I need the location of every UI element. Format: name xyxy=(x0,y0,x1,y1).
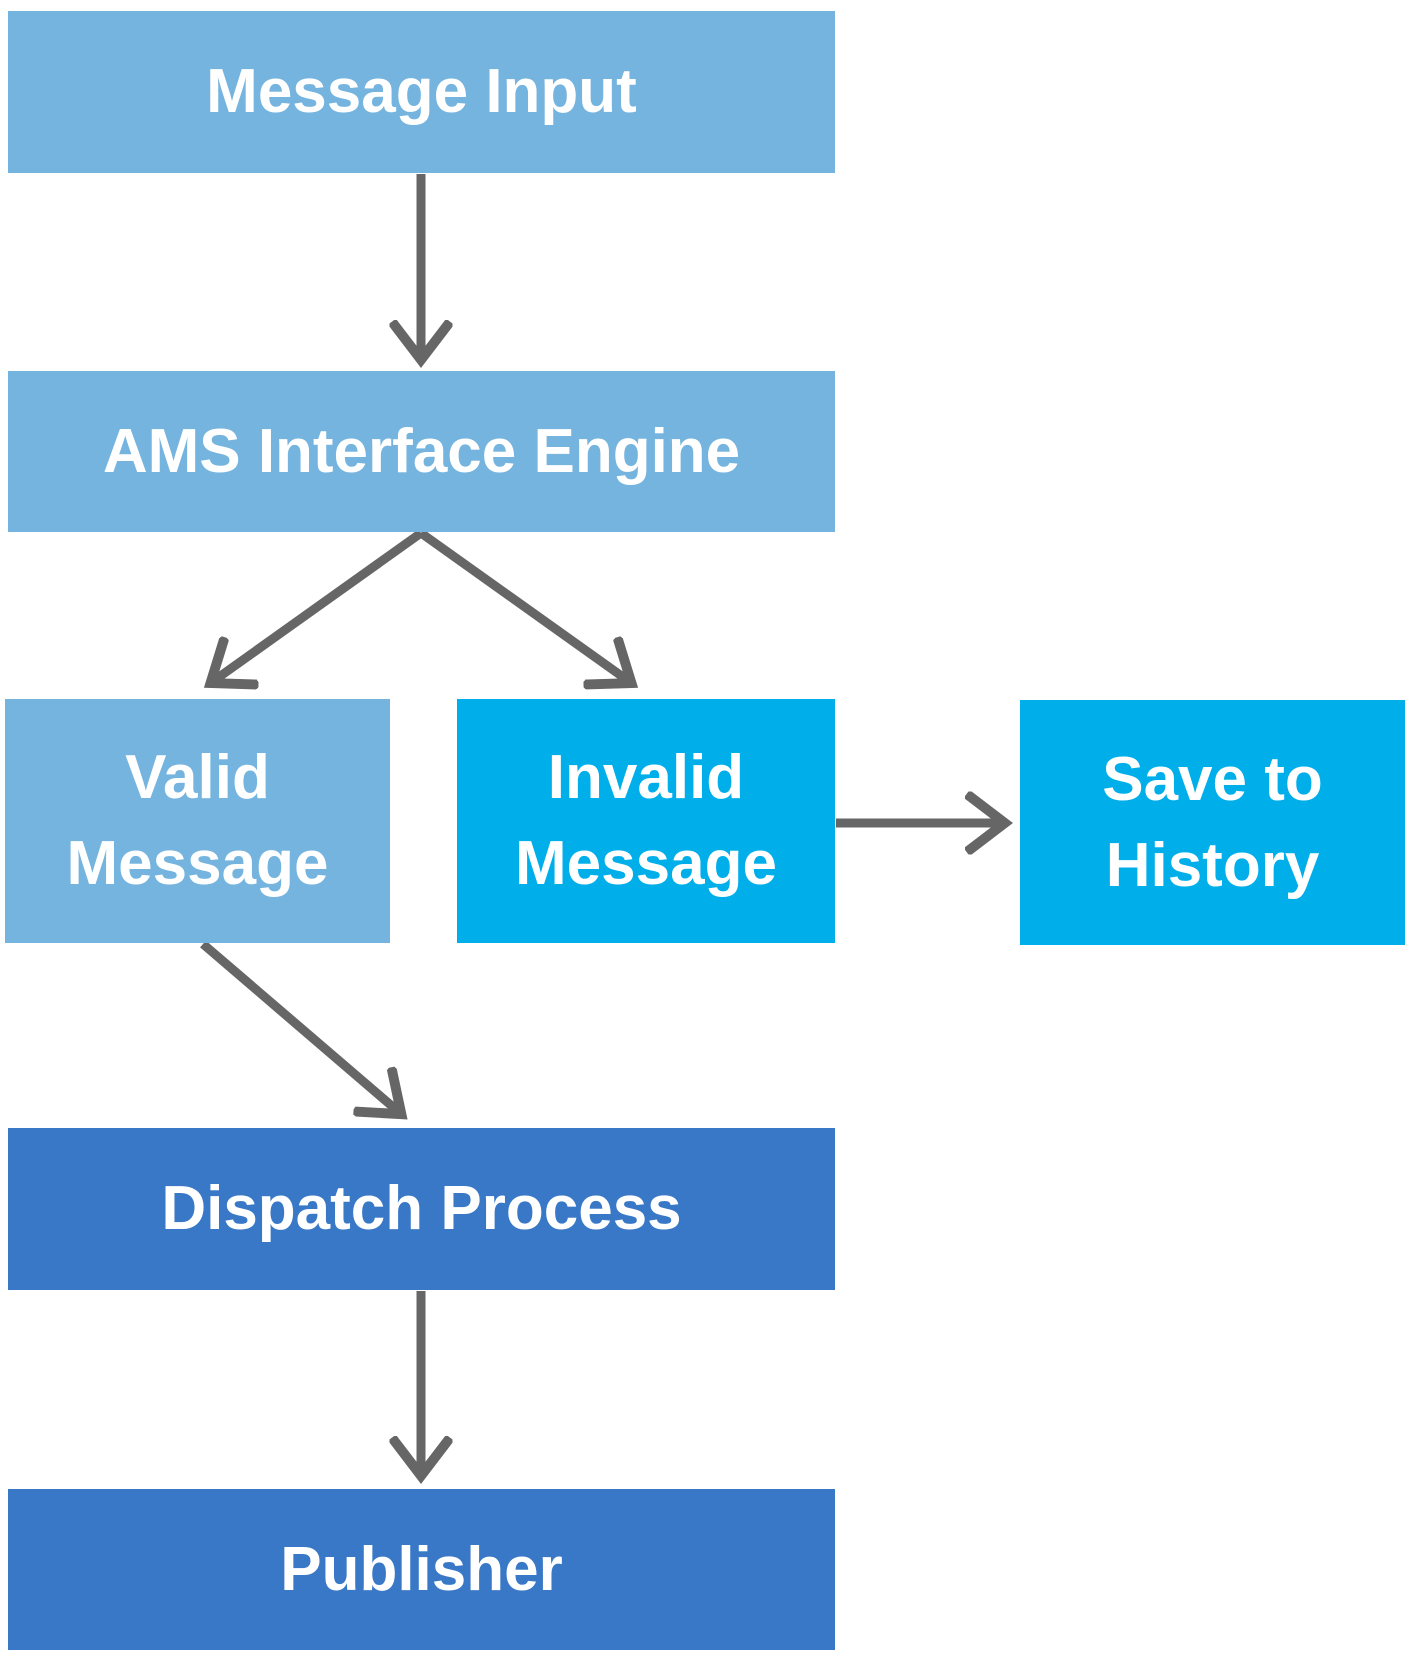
edge-ams-to-valid-message xyxy=(212,529,424,682)
node-message-input: Message Input xyxy=(8,11,835,173)
node-valid-message: Valid Message xyxy=(5,699,390,943)
node-ams-interface-engine-label: AMS Interface Engine xyxy=(102,416,741,486)
edge-ams-to-invalid-message xyxy=(418,529,630,682)
node-message-input-label: Message Input xyxy=(206,57,637,127)
node-ams-interface-engine: AMS Interface Engine xyxy=(8,371,835,532)
node-save-to-history: Save to History xyxy=(1020,700,1405,945)
node-dispatch-process: Dispatch Process xyxy=(8,1128,835,1290)
node-invalid-message-label: Invalid Message xyxy=(515,743,777,898)
edge-valid-message-to-dispatch-process xyxy=(200,940,400,1113)
node-publisher: Publisher xyxy=(8,1489,835,1650)
node-publisher-label: Publisher xyxy=(280,1534,563,1604)
node-save-to-history-label: Save to History xyxy=(1102,744,1323,900)
node-dispatch-process-label: Dispatch Process xyxy=(161,1174,682,1244)
node-valid-message-label: Valid Message xyxy=(66,743,329,898)
node-invalid-message: Invalid Message xyxy=(457,699,835,943)
